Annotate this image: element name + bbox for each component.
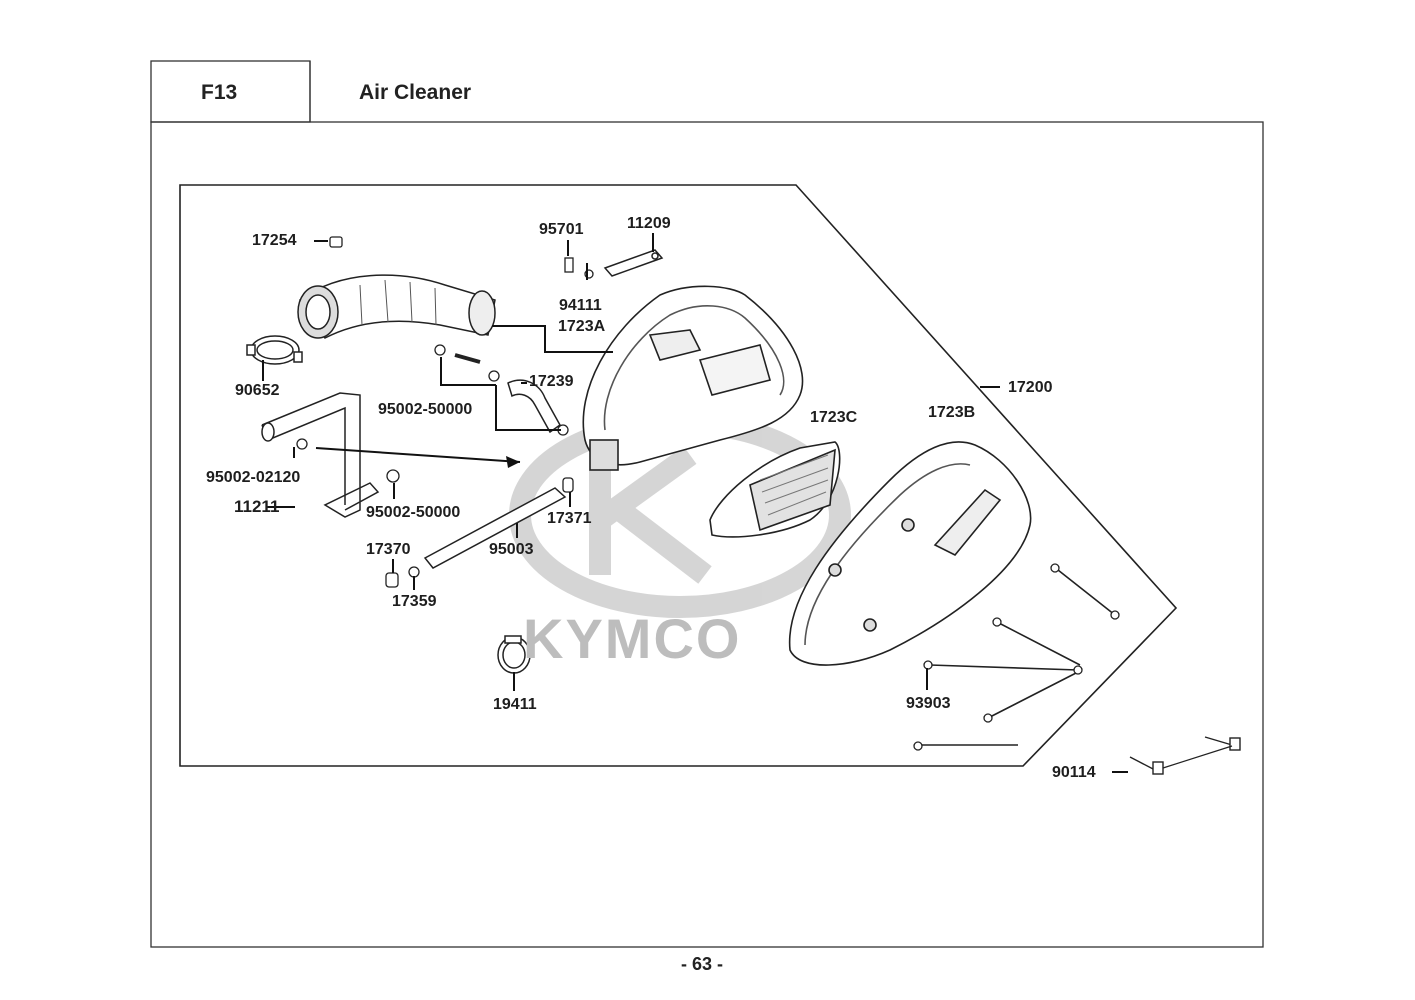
part-label-17371: 17371 — [547, 510, 592, 527]
diagram-boundary — [179, 184, 1178, 767]
washer-94111 — [584, 269, 594, 279]
bolts-90114 — [1129, 736, 1241, 775]
part-label-94111: 94111 — [559, 297, 602, 314]
screws-93903 — [913, 563, 1120, 751]
part-label-11209: 11209 — [627, 215, 671, 232]
part-label-17370: 17370 — [366, 541, 411, 558]
bolt-95701 — [564, 257, 574, 273]
tube-95003 — [423, 487, 567, 569]
section-title: Air Cleaner — [359, 81, 472, 104]
section-code: F13 — [201, 81, 238, 104]
leader-arrow-head — [506, 456, 520, 468]
air-cleaner-case — [582, 285, 804, 471]
part-label-17239: 17239 — [529, 373, 574, 390]
part-label-95003: 95003 — [489, 541, 534, 558]
hose-17239 — [507, 379, 561, 434]
part-label-95701: 95701 — [539, 221, 584, 238]
part-label-1723B: 1723B — [928, 404, 976, 421]
fitting-17254 — [329, 236, 343, 248]
part-label-17359: 17359 — [392, 593, 437, 610]
header-frame — [150, 60, 1264, 948]
part-label-19411: 19411 — [493, 696, 537, 713]
leader-lines — [262, 233, 1128, 773]
clips-lower — [296, 438, 400, 483]
plug-17371 — [562, 477, 574, 493]
cover-1723B — [788, 441, 1032, 666]
part-label-17200: 17200 — [1008, 379, 1053, 396]
watermark-brand-text: KYMCO — [523, 607, 742, 670]
part-label-95002-02120: 95002-02120 — [206, 469, 301, 486]
part-label-90652: 90652 — [235, 382, 280, 399]
clips-95002-50000 — [434, 344, 569, 436]
bracket-11209 — [603, 249, 664, 277]
filter-element-1723C — [709, 441, 841, 538]
part-label-95002-50000-upper: 95002-50000 — [378, 401, 473, 418]
page-number: - 63 - — [681, 954, 724, 974]
clamp-90652 — [246, 335, 303, 365]
part-label-90114: 90114 — [1052, 764, 1096, 781]
part-label-1723A: 1723A — [558, 318, 606, 335]
drain-tube-11211 — [261, 392, 380, 518]
part-label-93903: 93903 — [906, 695, 951, 712]
parts-17370-17359 — [385, 566, 420, 588]
part-label-17254: 17254 — [252, 232, 297, 249]
part-label-1723C: 1723C — [810, 409, 858, 426]
intake-duct — [297, 274, 496, 339]
part-label-11211: 11211 — [234, 497, 280, 516]
part-label-95002-50000-lower: 95002-50000 — [366, 504, 461, 521]
